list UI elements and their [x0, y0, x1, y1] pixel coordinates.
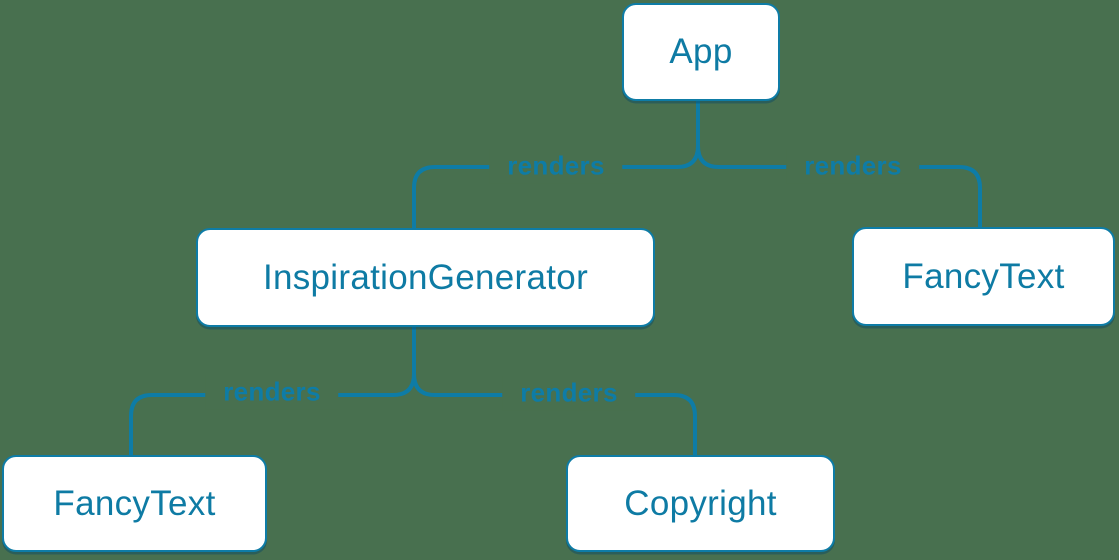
node-app-label: App [669, 32, 733, 71]
node-fancy-text-right-label: FancyText [902, 256, 1065, 296]
node-copyright-label: Copyright [624, 483, 777, 523]
node-copyright: Copyright [566, 455, 835, 552]
node-inspiration-generator-label: InspirationGenerator [262, 257, 589, 297]
node-fancy-text-right: FancyText [852, 227, 1115, 326]
node-inspiration-generator: InspirationGenerator [196, 228, 655, 327]
edge-label-renders-app-inspirationgenerator: renders [489, 148, 623, 184]
edge-label-renders-inspirationgenerator-copyright: renders [502, 375, 636, 411]
node-app: App [622, 3, 780, 101]
edge-label-renders-inspirationgenerator-fancytext: renders [205, 374, 339, 410]
node-fancy-text-left: FancyText [2, 455, 267, 552]
node-fancy-text-left-label: FancyText [53, 483, 216, 523]
edge-label-renders-app-fancytext: renders [786, 148, 920, 184]
